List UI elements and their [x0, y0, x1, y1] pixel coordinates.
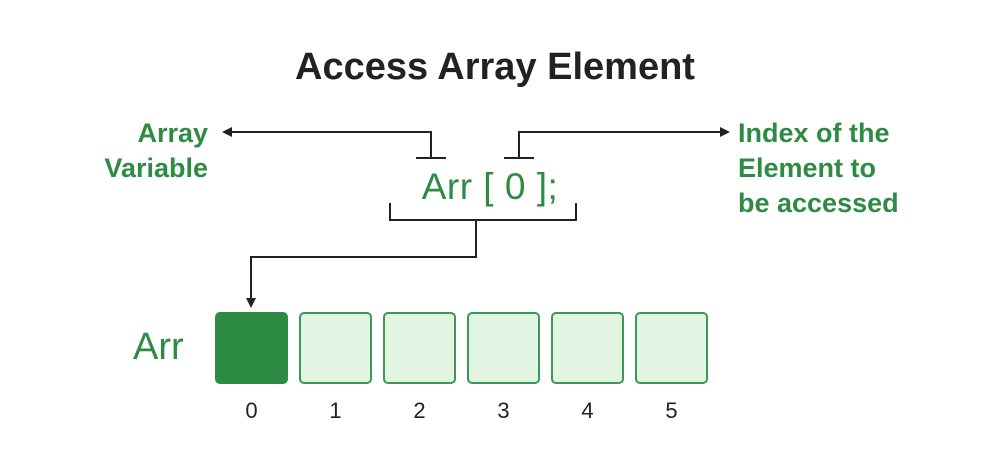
index-number: 4: [581, 398, 594, 423]
expression-bracket: [389, 203, 577, 221]
index-label: Index of the Element to be accessed: [738, 116, 978, 221]
index-number: 1: [329, 398, 342, 423]
array-cell-2: [383, 312, 456, 384]
diagram-title: Access Array Element: [295, 46, 695, 88]
index-number: 2: [413, 398, 426, 423]
index-number: 5: [665, 398, 678, 423]
array-variable-label-line: Array: [137, 118, 208, 148]
array-variable-connector: [222, 127, 446, 159]
index-connector: [504, 127, 730, 159]
array-cell-1: [299, 312, 372, 384]
array-cell-0: [215, 312, 288, 384]
access-expression: Arr [ 0 ];: [421, 166, 559, 207]
array-cell-4: [551, 312, 624, 384]
element-access-arrow: [246, 220, 477, 308]
index-label-line: Index of the: [738, 118, 890, 148]
array-cell-3: [467, 312, 540, 384]
array-variable-label: Array Variable: [8, 116, 208, 186]
array-variable-label-line: Variable: [104, 153, 208, 183]
array-name-label: Arr: [133, 326, 184, 368]
index-label-line: be accessed: [738, 188, 899, 218]
array-cell-5: [635, 312, 708, 384]
index-number: 3: [497, 398, 510, 423]
index-label-line: Element to: [738, 153, 877, 183]
index-number: 0: [245, 398, 258, 423]
